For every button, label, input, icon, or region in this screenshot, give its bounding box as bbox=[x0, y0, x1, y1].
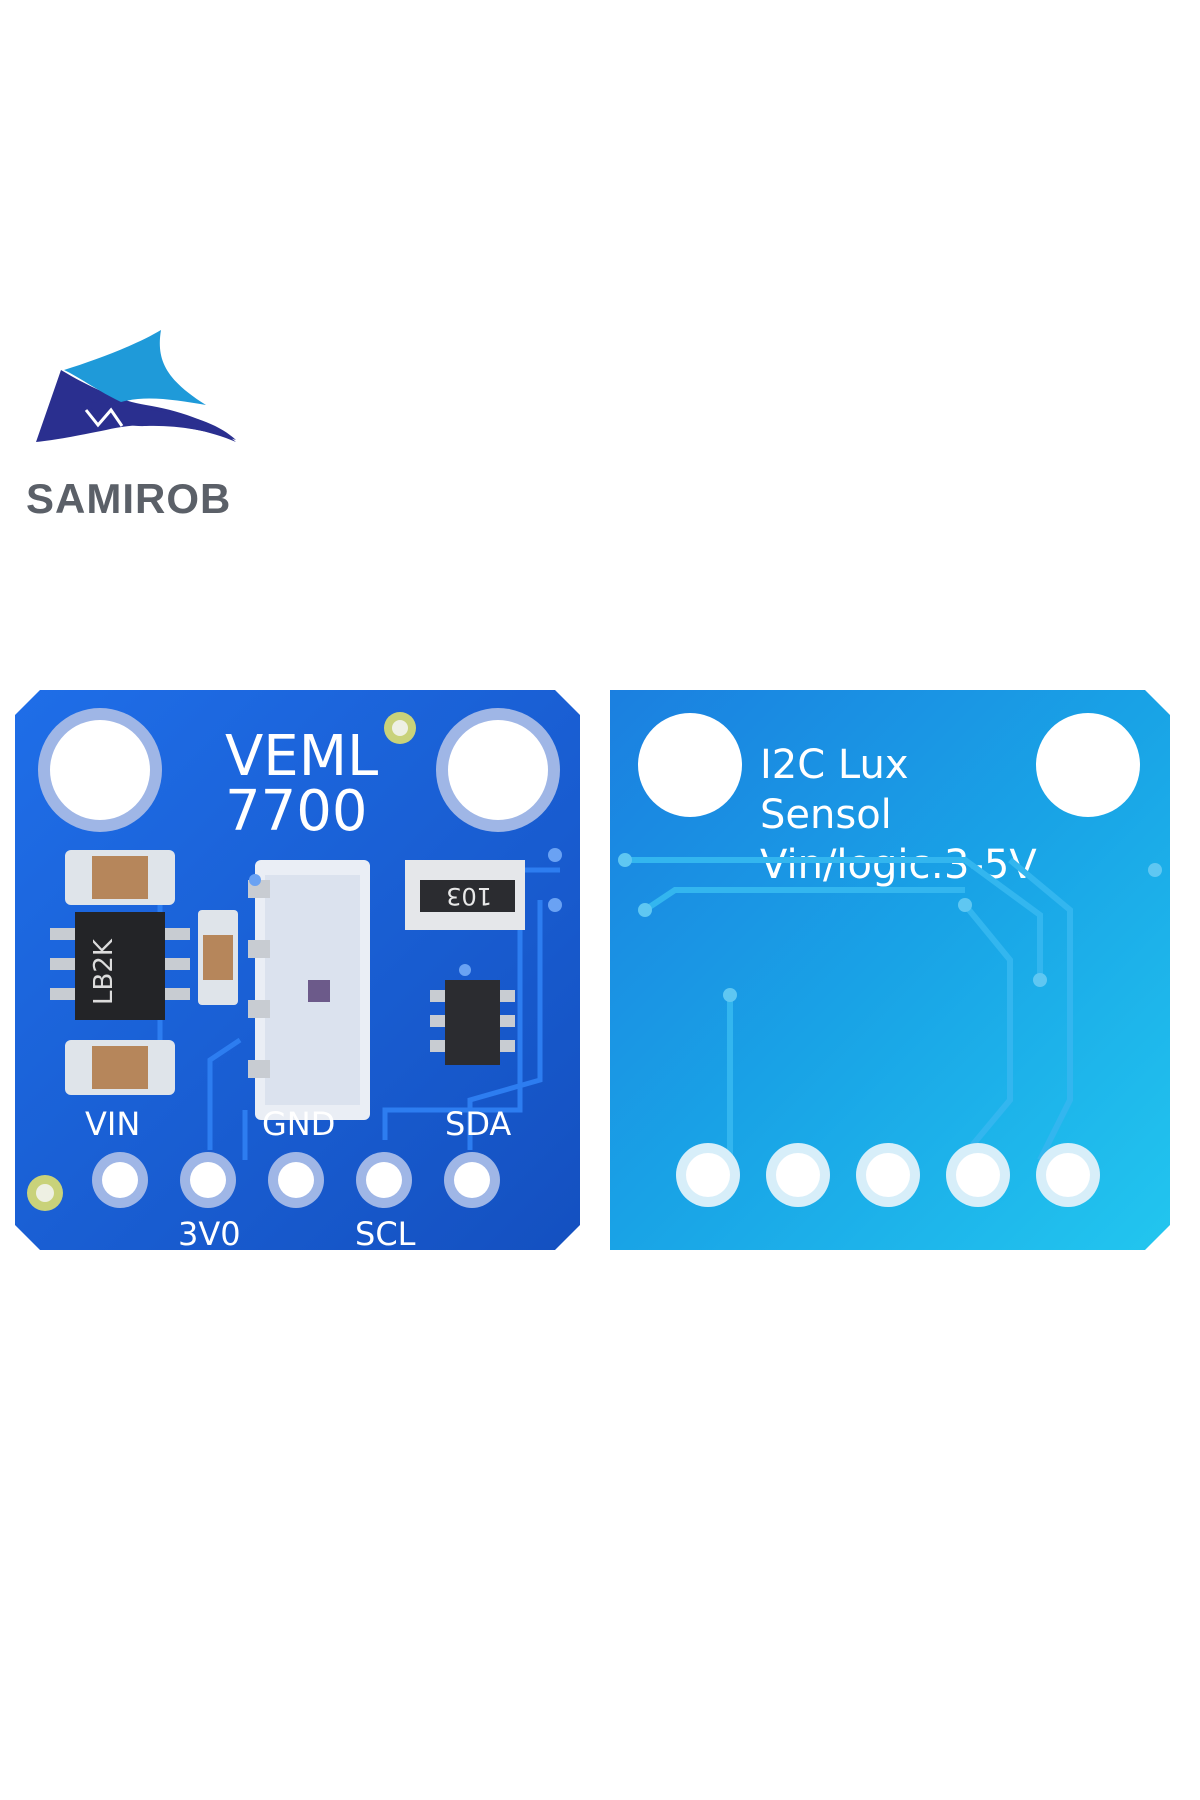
brand-logo: SAMIROB bbox=[26, 330, 266, 530]
mount-hole-left bbox=[38, 708, 162, 832]
capacitor-top bbox=[65, 850, 175, 905]
front-traces bbox=[157, 860, 560, 1160]
small-ic bbox=[430, 980, 515, 1065]
regulator-marking: LB2K bbox=[89, 938, 119, 1005]
pin-label-3v0: 3V0 bbox=[178, 1215, 241, 1253]
pin-label-scl: SCL bbox=[355, 1215, 416, 1253]
front-title-line2: 7700 bbox=[225, 779, 368, 844]
front-vias bbox=[249, 848, 562, 976]
front-board: VEML 7700 LB2K bbox=[15, 690, 580, 1253]
wave-flag-logo-icon bbox=[36, 330, 236, 442]
capacitor-bottom bbox=[65, 1040, 175, 1095]
light-sensor-chip bbox=[248, 860, 370, 1120]
regulator-chip bbox=[50, 912, 190, 1020]
front-header-pads bbox=[92, 1152, 500, 1208]
front-title-line1: VEML bbox=[225, 724, 378, 789]
pin-label-sda: SDA bbox=[445, 1105, 511, 1143]
back-traces bbox=[625, 857, 1073, 1180]
back-line2: Sensol bbox=[760, 792, 892, 838]
back-hole-right bbox=[1036, 713, 1140, 817]
back-header-pads bbox=[676, 1143, 1100, 1207]
resistor-network bbox=[405, 860, 525, 930]
mount-hole-right bbox=[436, 708, 560, 832]
back-board: I2C Lux Sensol Vin/logic:3-5V bbox=[610, 690, 1170, 1250]
back-vias bbox=[618, 853, 1162, 1002]
pin-label-gnd: GND bbox=[262, 1105, 335, 1143]
small-capacitor bbox=[198, 910, 238, 1005]
pin-label-vin: VIN bbox=[85, 1105, 140, 1143]
pcb-back bbox=[610, 690, 1170, 1250]
back-hole-left bbox=[638, 713, 742, 817]
back-line1: I2C Lux bbox=[760, 742, 909, 788]
brand-name: SAMIROB bbox=[26, 475, 232, 522]
resistor-marking: 103 bbox=[446, 882, 492, 910]
